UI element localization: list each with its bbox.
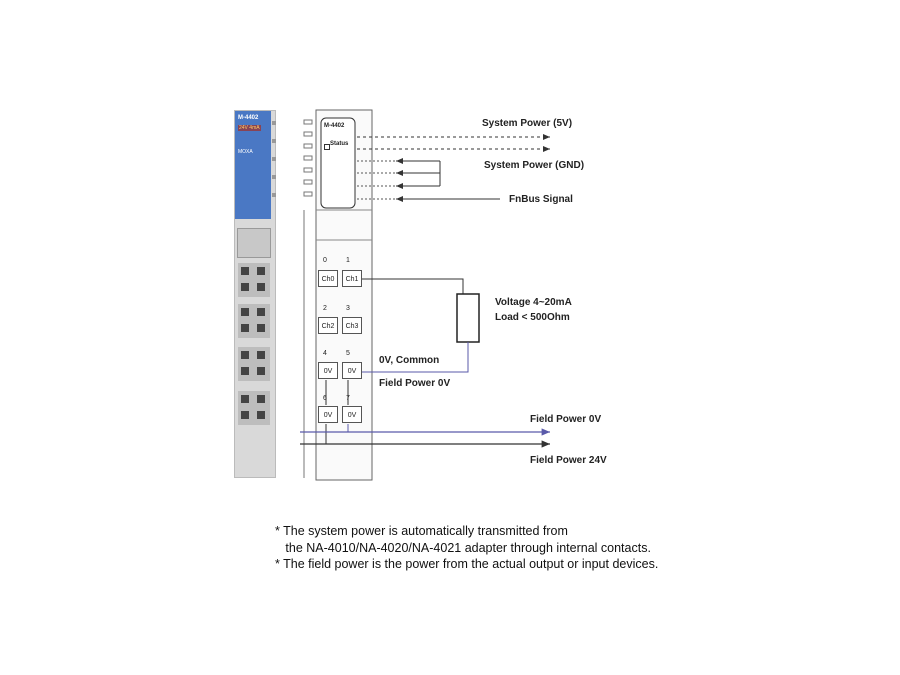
ch1-wire bbox=[362, 278, 464, 294]
pin-number-7: 7 bbox=[346, 395, 350, 402]
status-led-icon bbox=[324, 144, 330, 150]
channel-box-0v-5: 0V bbox=[342, 362, 362, 379]
label-field-power-0v: Field Power 0V bbox=[530, 414, 602, 425]
pin-number-2: 2 bbox=[323, 305, 327, 312]
schematic-status-panel bbox=[320, 117, 356, 209]
label-load-line1: Voltage 4~20mA bbox=[495, 297, 572, 308]
footnote-line-1: * The system power is automatically tran… bbox=[275, 524, 568, 538]
pin-number-0: 0 bbox=[323, 257, 327, 264]
schematic-status-label: Status bbox=[330, 141, 349, 147]
pin-number-5: 5 bbox=[346, 350, 350, 357]
pin-number-1: 1 bbox=[346, 257, 350, 264]
label-field-power-24v: Field Power 24V bbox=[530, 455, 607, 466]
module-photo-latch bbox=[237, 228, 271, 258]
label-fnbus-signal: FnBus Signal bbox=[509, 194, 573, 205]
channel-box-ch3: Ch3 bbox=[342, 317, 362, 334]
pin-number-4: 4 bbox=[323, 350, 327, 357]
load-resistor bbox=[456, 293, 480, 343]
module-photo-model-sub: 24V 4mA bbox=[238, 125, 261, 131]
terminal-block-4 bbox=[238, 391, 270, 425]
label-system-power-gnd: System Power (GND) bbox=[484, 160, 585, 171]
label-field-power-0v-inner: Field Power 0V bbox=[379, 378, 451, 389]
channel-box-0v-7: 0V bbox=[342, 406, 362, 423]
label-common: 0V, Common bbox=[379, 355, 440, 366]
channel-box-0v-4: 0V bbox=[318, 362, 338, 379]
terminal-block-2 bbox=[238, 304, 270, 338]
footnote-line-3: * The field power is the power from the … bbox=[275, 557, 659, 571]
load-return-wire bbox=[362, 342, 469, 373]
terminal-block-1 bbox=[238, 263, 270, 297]
channel-box-0v-6: 0V bbox=[318, 406, 338, 423]
schematic-model-label: M-4402 bbox=[324, 123, 345, 129]
terminal-block-3 bbox=[238, 347, 270, 381]
channel-box-ch0: Ch0 bbox=[318, 270, 338, 287]
channel-box-ch2: Ch2 bbox=[318, 317, 338, 334]
footnote-line-2: the NA-4010/NA-4020/NA-4021 adapter thro… bbox=[275, 541, 651, 555]
module-photo-model: M-4402 bbox=[238, 115, 259, 121]
label-load-line2: Load < 500Ohm bbox=[495, 312, 570, 323]
label-system-power-5v: System Power (5V) bbox=[482, 118, 573, 129]
module-photo: M-4402 24V 4mA MOXA bbox=[234, 110, 276, 478]
pin-number-6: 6 bbox=[323, 395, 327, 402]
module-photo-brand: MOXA bbox=[238, 149, 253, 155]
pin-number-3: 3 bbox=[346, 305, 350, 312]
channel-box-ch1: Ch1 bbox=[342, 270, 362, 287]
